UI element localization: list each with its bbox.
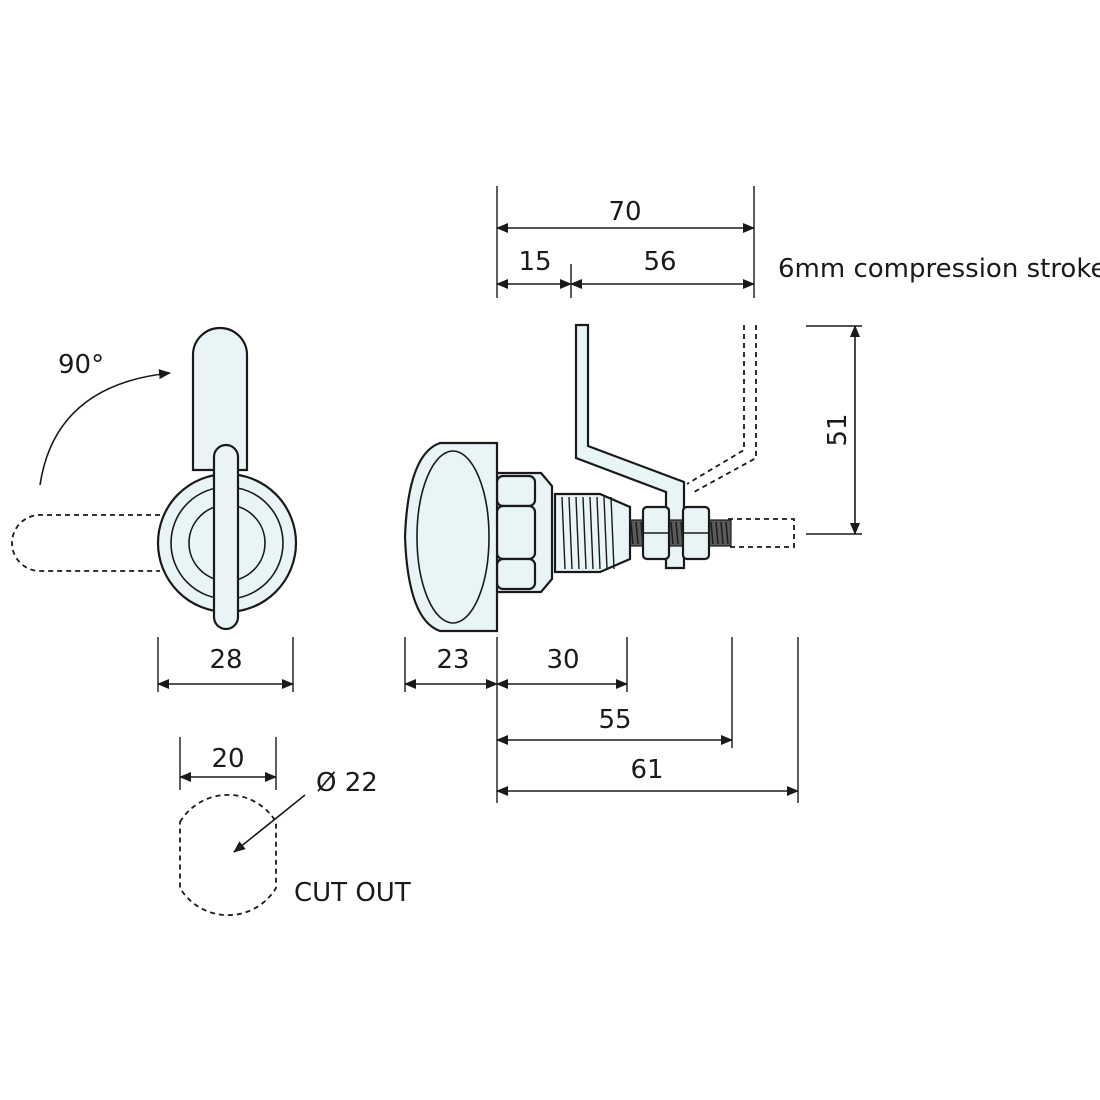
stud-thread-line (675, 521, 679, 545)
bolt-extension-dashed (728, 518, 795, 548)
dim-51-label: 51 (823, 413, 853, 446)
stud-thread-line (725, 521, 729, 545)
dim-61-label: 61 (630, 755, 663, 785)
body-thread-lines (561, 496, 615, 570)
stud-thread-line (635, 521, 639, 545)
rotation-arrow (39, 369, 171, 486)
cam-arm-dashed (686, 325, 757, 493)
stud-thread-line (715, 521, 719, 545)
dim-30-label: 30 (546, 645, 579, 675)
body-thread-line (568, 496, 573, 570)
dim-56-label: 56 (643, 247, 676, 277)
dim-15-label: 15 (518, 247, 551, 277)
cutout-outline (179, 794, 277, 916)
cutout-view: 20 Ø 22 CUT OUT (179, 737, 411, 916)
cutout-width-label: 20 (211, 744, 244, 774)
body-thread-line (610, 496, 615, 570)
front-width-label: 28 (209, 645, 242, 675)
body-thread-line (582, 496, 587, 570)
diameter-leader (233, 794, 306, 853)
body-thread-line (589, 496, 594, 570)
dim-55-label: 55 (598, 705, 631, 735)
cutout-diameter-label: Ø 22 (316, 768, 378, 798)
latch-head (403, 441, 499, 633)
body-thread-line (596, 496, 601, 570)
stud-thread-line (670, 521, 674, 545)
stud-thread-line (630, 521, 634, 545)
side-view: 70 15 56 6mm compression stroke 51 (403, 186, 1100, 803)
body-thread-line (561, 496, 566, 570)
stroke-note: 6mm compression stroke (778, 254, 1100, 284)
front-handle-rotated-dashed (11, 514, 160, 572)
cutout-caption: CUT OUT (294, 878, 411, 908)
front-grip-bar (212, 443, 240, 631)
dim-23-label: 23 (436, 645, 469, 675)
front-view: 90° 28 (11, 326, 298, 692)
hex-nut-top-face (495, 474, 537, 508)
latch-head-face (416, 450, 490, 624)
body-thread-line (575, 496, 580, 570)
hex-nut-bottom-face (495, 557, 537, 591)
body-thread-line (603, 496, 608, 570)
stud-thread-line (720, 521, 724, 545)
stud-thread-line (710, 521, 714, 545)
front-handle-upright (191, 326, 249, 472)
hex-nut-mid-face (495, 504, 537, 561)
dim-70-label: 70 (608, 197, 641, 227)
rotation-label: 90° (58, 350, 104, 380)
